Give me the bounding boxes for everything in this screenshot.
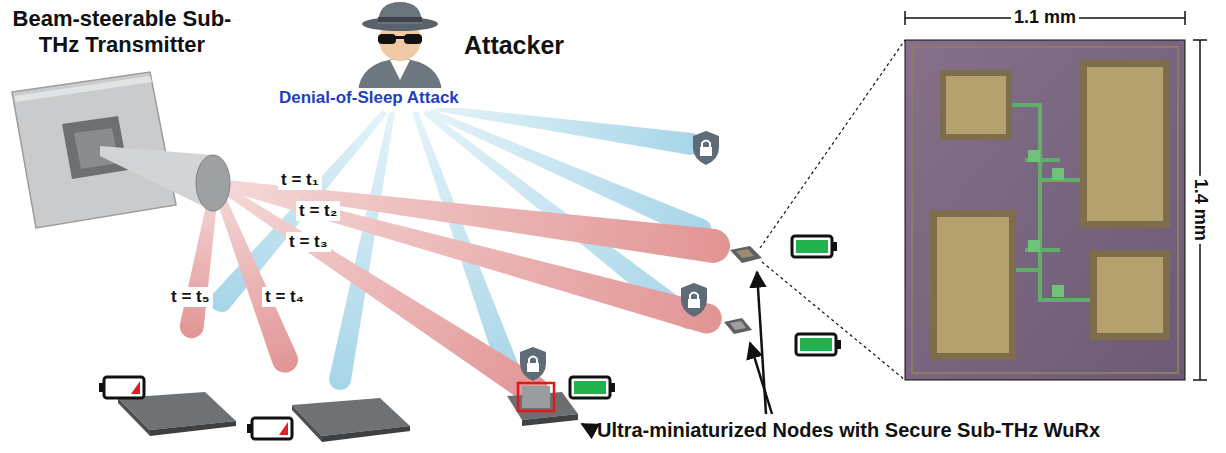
- battery-low: [247, 418, 292, 439]
- dimension-lines: [905, 11, 1207, 380]
- transmitter: [12, 72, 176, 228]
- shield-lock: [681, 283, 707, 317]
- attack-label: Denial-of-Sleep Attack: [276, 88, 462, 108]
- node-caption: Ultra-miniaturized Nodes with Secure Sub…: [597, 418, 1100, 442]
- time-label: t = t₅: [168, 287, 213, 307]
- time-label: t = t₂: [296, 201, 340, 221]
- attacker-icon: [358, 2, 442, 92]
- chip: [724, 318, 752, 334]
- heading: Beam-steerable Sub-THz Transmitter: [2, 6, 242, 59]
- time-label: t = t₁: [278, 170, 322, 190]
- shield-lock: [693, 131, 719, 165]
- battery-low: [99, 377, 144, 398]
- chip: [730, 246, 762, 263]
- battery-full: [570, 377, 615, 398]
- battery-full: [792, 236, 837, 257]
- dimension-label: 1.4 mm: [1189, 176, 1211, 244]
- signal-beams: [178, 166, 732, 411]
- chip-micrograph: [905, 40, 1185, 380]
- zoom-lines: [760, 40, 905, 380]
- dimension-label: 1.1 mm: [1011, 7, 1079, 29]
- laptop: [292, 398, 410, 442]
- shield-lock: [520, 347, 546, 381]
- time-label: t = t₄: [262, 287, 307, 307]
- pointer-arrows: [582, 272, 772, 430]
- battery-full: [796, 334, 841, 355]
- node-board: [507, 383, 578, 426]
- antenna-cone: [100, 146, 230, 211]
- attacker-label: Attacker: [464, 30, 564, 60]
- time-label: t = t₃: [286, 232, 331, 252]
